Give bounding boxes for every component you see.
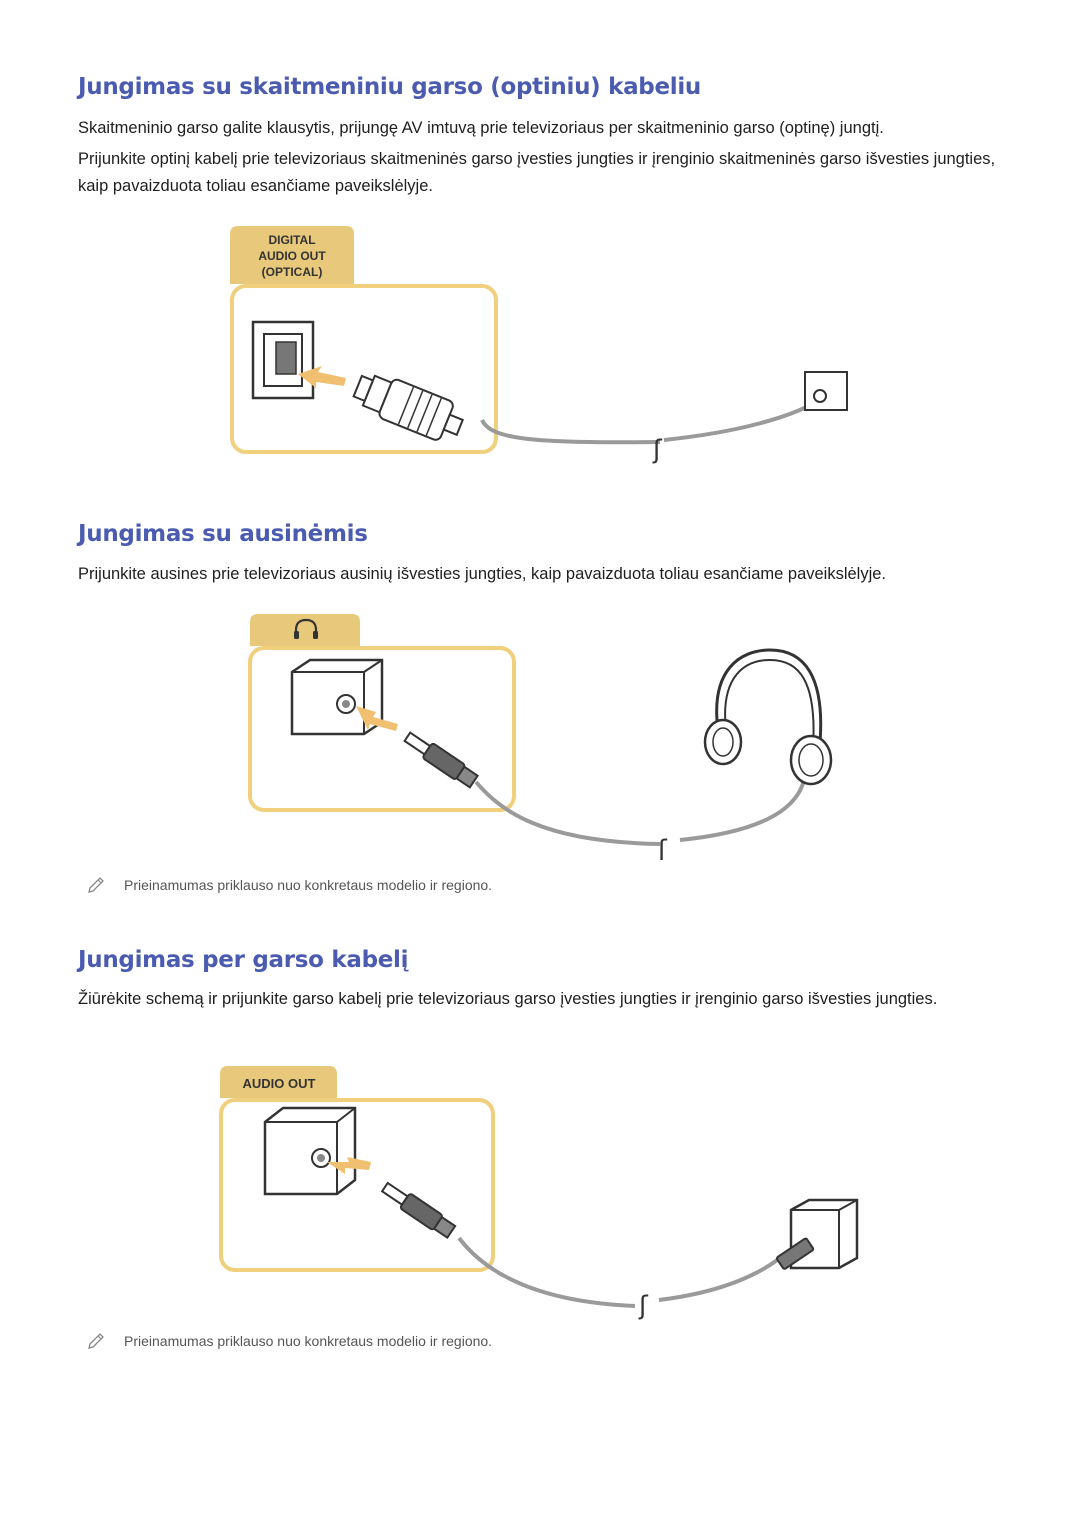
paragraph-headphones: Prijunkite ausines prie televizoriaus au…	[78, 565, 887, 583]
port-label-line2: AUDIO OUT	[258, 249, 326, 263]
audio-cable	[457, 1236, 636, 1308]
cable-break-icon: ʃ	[657, 835, 668, 860]
note-pencil-icon	[88, 877, 104, 893]
cable-break-icon: ʃ	[638, 1291, 649, 1321]
headphone-icon	[294, 618, 318, 639]
optical-connection-diagram: DIGITAL AUDIO OUT (OPTICAL) ʃ	[220, 222, 860, 472]
paragraph-optical-instructions: Prijunkite optinį kabelį prie televizori…	[78, 150, 996, 195]
note-pencil-icon	[88, 1333, 104, 1349]
arrow-icon	[298, 366, 346, 388]
headphone-cable	[474, 780, 661, 846]
heading-optical: Jungimas su skaitmeniniu garso (optiniu)…	[78, 74, 702, 100]
audio-port	[263, 1106, 357, 1196]
port-label-tab	[230, 226, 354, 284]
note-text: Prieinamumas priklauso nuo konkretaus mo…	[124, 877, 493, 893]
note-text: Prieinamumas priklauso nuo konkretaus mo…	[124, 1333, 493, 1349]
audio-cable-connection-diagram: AUDIO OUT ʃ	[215, 1062, 875, 1322]
arrow-icon	[327, 1157, 371, 1174]
cable-break-icon: ʃ	[652, 435, 663, 465]
headphones-device	[703, 648, 833, 786]
port-label-line1: DIGITAL	[268, 233, 315, 247]
note-headphones: Prieinamumas priklauso nuo konkretaus mo…	[86, 874, 492, 896]
heading-audio-cable: Jungimas per garso kabelį	[78, 947, 409, 973]
paragraph-optical-intro: Skaitmeninio garso galite klausytis, pri…	[78, 119, 884, 137]
device-optical-socket	[804, 371, 848, 411]
note-audio-cable: Prieinamumas priklauso nuo konkretaus mo…	[86, 1330, 492, 1352]
optical-cable	[480, 419, 661, 445]
headphone-connection-diagram: ʃ	[240, 610, 840, 860]
heading-headphones: Jungimas su ausinėmis	[78, 521, 368, 547]
headphone-plug	[403, 731, 480, 789]
port-frame	[219, 1098, 495, 1272]
arrow-icon	[356, 706, 398, 731]
port-label-line3: (OPTICAL)	[262, 265, 323, 279]
port-label-tab	[250, 614, 360, 646]
port-label-tab	[220, 1066, 337, 1098]
paragraph-audio-cable: Žiūrėkite schemą ir prijunkite garso kab…	[78, 990, 938, 1008]
port-label: AUDIO OUT	[243, 1076, 316, 1091]
optical-plug	[352, 374, 465, 441]
audio-plug	[380, 1181, 457, 1240]
